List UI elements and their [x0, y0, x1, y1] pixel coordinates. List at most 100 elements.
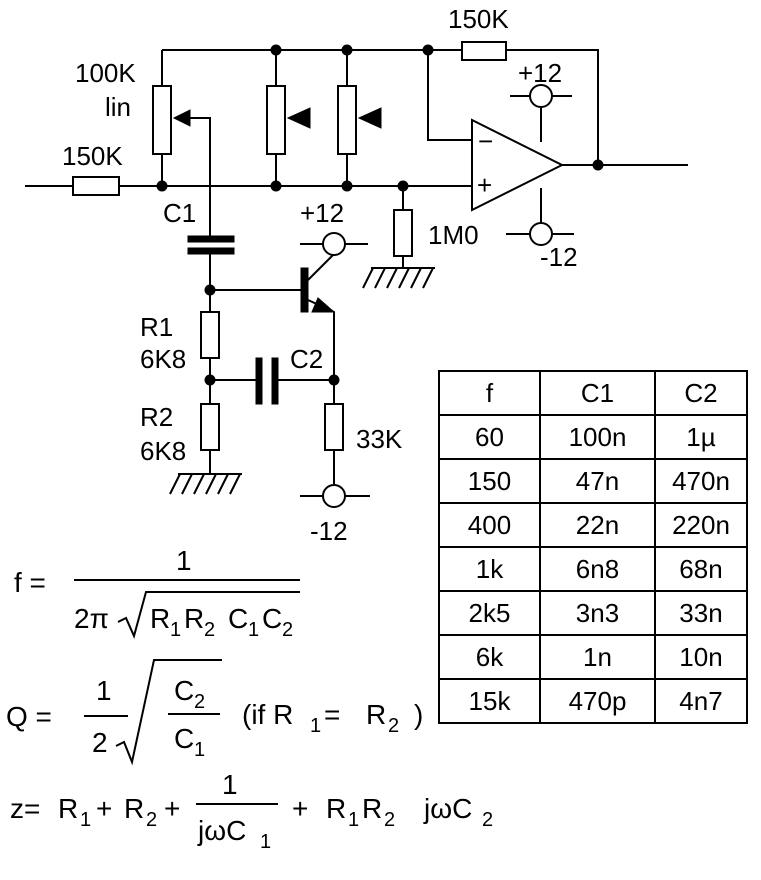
- pot-gang-2: [266, 50, 311, 186]
- formula-q-cond-sub2: 2: [388, 715, 399, 737]
- formula-f-C1: C: [228, 603, 248, 634]
- formula-z-frac-den: jωC: [197, 815, 246, 846]
- formula-q-cond-sub1: 1: [310, 715, 321, 737]
- emitter-resistor-label: 33K: [356, 424, 403, 454]
- formula-f-C1-sub: 1: [248, 619, 259, 641]
- formula-q-cond-mid: =: [324, 699, 340, 730]
- formula-f-R2-sub: 2: [204, 619, 215, 641]
- formula-z-RR-R1: R: [326, 793, 346, 824]
- formula-z-R1-sub: 1: [80, 809, 91, 831]
- emitter-resistor: 33K -12: [300, 380, 403, 546]
- table-header-row: f C1 C2: [438, 370, 748, 416]
- bias-resistor-label: 1M0: [428, 220, 479, 250]
- opamp-pos-supply: +12: [518, 58, 562, 88]
- formula-q-cond-R2: R: [366, 699, 386, 730]
- table-header-cell: f: [438, 370, 541, 416]
- formula-z-RR-sub2: 2: [384, 809, 395, 831]
- formula-z-R2-sub: 2: [146, 809, 157, 831]
- emitter-neg-supply: -12: [310, 516, 348, 546]
- bias-resistor: 1M0: [362, 186, 479, 289]
- table-cell: 150: [438, 458, 541, 504]
- table-cell: 6n8: [539, 546, 656, 592]
- resistor-r2: R2 6K8: [140, 380, 243, 495]
- transistor-supply: +12: [300, 198, 344, 228]
- pot-gang-3: [337, 50, 382, 186]
- formula-f-two-pi: 2π: [74, 603, 109, 634]
- table-cell: 100n: [539, 414, 656, 460]
- transistor: +12: [204, 198, 368, 380]
- feedback-resistor: 150K: [448, 4, 509, 61]
- opamp-noninverting-sign: +: [477, 170, 492, 200]
- table-cell: 68n: [654, 546, 748, 592]
- r2-name: R2: [140, 402, 173, 432]
- c2-label: C2: [290, 344, 323, 374]
- formula-f: f = 1 2π R 1 R 2 C 1 C 2: [14, 545, 300, 641]
- opamp-inverting-sign: −: [478, 126, 493, 156]
- formula-q-numerator: 1: [96, 675, 112, 706]
- table-cell: 220n: [654, 502, 748, 548]
- pot-main: 100K lin: [75, 50, 211, 238]
- formula-z-frac-den-sub: 1: [260, 831, 271, 853]
- formula-z-plus3: +: [292, 793, 308, 824]
- pot-main-taper: lin: [105, 92, 131, 122]
- formula-f-C2: C: [262, 603, 282, 634]
- formula-q-inner-num: C: [174, 675, 194, 706]
- table-cell: 1n: [539, 634, 656, 680]
- table-cell: 470n: [654, 458, 748, 504]
- formula-z: z= R 1 + R 2 + 1 jωC 1 + R 1 R 2 jωC 2: [10, 769, 493, 853]
- formula-q-inner-den: C: [174, 723, 194, 754]
- formula-z-jw: jωC: [423, 793, 472, 824]
- capacitor-c2: C2: [204, 344, 340, 405]
- opamp-neg-supply: -12: [540, 242, 578, 272]
- top-bus-wire: [162, 44, 599, 165]
- formula-z-R2: R: [124, 793, 144, 824]
- formula-q: Q = 1 2 C 2 C 1 (if R 1 = R 2 ): [6, 659, 423, 766]
- table-cell: 1k: [438, 546, 541, 592]
- capacitor-c1: C1: [163, 198, 235, 290]
- formula-z-RR-sub1: 1: [348, 809, 359, 831]
- formula-f-R2: R: [184, 603, 204, 634]
- opamp: − + +12 -12: [471, 58, 688, 272]
- formula-f-numerator: 1: [176, 545, 192, 576]
- table-cell: 22n: [539, 502, 656, 548]
- formula-q-inner-den-sub: 1: [194, 739, 205, 761]
- table-header-cell: C1: [539, 370, 656, 416]
- formula-z-plus1: +: [96, 793, 112, 824]
- formula-f-R1: R: [150, 603, 170, 634]
- formula-z-RR-R2: R: [362, 793, 382, 824]
- table-cell: 470p: [539, 678, 656, 724]
- pot-main-value: 100K: [75, 58, 136, 88]
- table-cell: 10n: [654, 634, 748, 680]
- formula-z-jw-sub: 2: [482, 809, 493, 831]
- table-cell: 3n3: [539, 590, 656, 636]
- r1-value: 6K8: [140, 344, 186, 374]
- c1-label: C1: [163, 198, 196, 228]
- table-cell: 1µ: [654, 414, 748, 460]
- input-resistor: 150K: [25, 141, 472, 196]
- formula-z-lhs: z=: [10, 793, 40, 824]
- feedback-resistor-label: 150K: [448, 4, 509, 34]
- formula-q-lhs: Q =: [6, 701, 52, 732]
- formula-f-R1-sub: 1: [170, 619, 181, 641]
- formula-f-C2-sub: 2: [282, 619, 293, 641]
- formula-q-inner-num-sub: 2: [194, 691, 205, 713]
- formula-z-R1: R: [58, 793, 78, 824]
- table-cell: 400: [438, 502, 541, 548]
- formula-z-plus2: +: [164, 793, 180, 824]
- r2-value: 6K8: [140, 436, 186, 466]
- formula-q-cond-prefix: (if R: [242, 699, 293, 730]
- table-cell: 60: [438, 414, 541, 460]
- formula-q-cond-close: ): [414, 699, 423, 730]
- r1-name: R1: [140, 312, 173, 342]
- formula-q-denominator: 2: [92, 727, 108, 758]
- resistor-r1: R1 6K8: [140, 290, 220, 380]
- table-cell: 2k5: [438, 590, 541, 636]
- table-header-cell: C2: [654, 370, 748, 416]
